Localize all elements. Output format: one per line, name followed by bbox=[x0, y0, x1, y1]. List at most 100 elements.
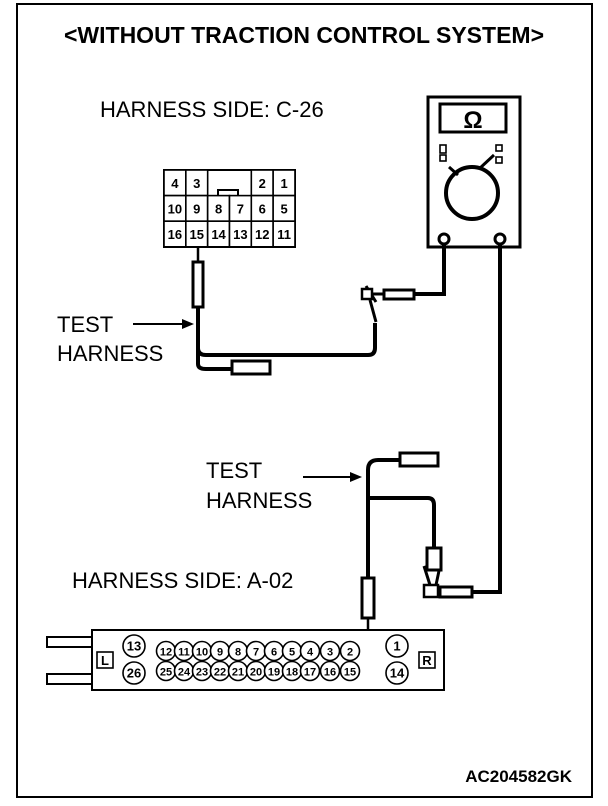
connector-a02-right-marker-box bbox=[418, 651, 436, 669]
ohmmeter-dial-pointer bbox=[477, 153, 496, 171]
diagram-frame bbox=[16, 3, 593, 798]
connector-a02-pin-number: 13 bbox=[127, 639, 141, 654]
ohmmeter: Ω bbox=[426, 95, 522, 249]
ohmmeter-mode-square-right-1 bbox=[495, 144, 503, 152]
connector-c26-pin-number: 13 bbox=[233, 227, 247, 242]
connector-c26-pin-number: 6 bbox=[259, 202, 266, 217]
test-harness-upper-branch-plug bbox=[230, 359, 272, 376]
meter-left-lead-plug bbox=[382, 288, 416, 301]
connector-c26-pin-number: 3 bbox=[193, 176, 200, 191]
upper-probe-wiring bbox=[191, 244, 446, 376]
test-harness-lower-top-plug bbox=[398, 451, 440, 468]
connector-a02-pin-number: 7 bbox=[253, 647, 259, 659]
connector-a02-pin-number: 11 bbox=[178, 647, 190, 659]
connector-c26-pin-number: 12 bbox=[255, 227, 269, 242]
connector-a02-pin bbox=[122, 661, 146, 685]
connector-a02-left-marker: L bbox=[101, 653, 109, 668]
connector-a02-pin-number: 12 bbox=[160, 647, 172, 659]
connector-c26-pin-number: 1 bbox=[280, 176, 287, 191]
connector-a02-pin-number: 21 bbox=[232, 667, 244, 679]
connector-a02-pin-number: 9 bbox=[217, 647, 223, 659]
alligator-clip-lower-jaw bbox=[422, 583, 440, 599]
connector-a02-pin-number: 22 bbox=[214, 667, 226, 679]
test-harness-upper-wire bbox=[196, 295, 377, 357]
connector-a02-pin-number: 17 bbox=[304, 667, 316, 679]
ohmmeter-display bbox=[438, 102, 508, 134]
test-harness-lower-label-line1: TEST bbox=[206, 458, 262, 483]
meter-right-lead-plug bbox=[438, 585, 474, 599]
connector-c26-pin-number: 5 bbox=[280, 202, 287, 217]
connector-c26-pin-number: 8 bbox=[215, 202, 222, 217]
connector-a02-flange bbox=[46, 636, 92, 685]
connector-c26-pin-number: 9 bbox=[193, 202, 200, 217]
figure-code: AC204582GK bbox=[465, 767, 573, 786]
connector-a02-pin-number: 10 bbox=[196, 647, 208, 659]
ohmmeter-mode-square-left-2 bbox=[439, 154, 447, 162]
connector-a02-pin bbox=[339, 660, 361, 682]
connector-a02-pin bbox=[319, 640, 341, 662]
connector-a02-pin-number: 4 bbox=[307, 647, 314, 659]
ohm-symbol: Ω bbox=[463, 107, 482, 134]
connector-a02-pin bbox=[122, 634, 146, 658]
test-harness-lower-wire bbox=[366, 458, 400, 580]
connector-a02-left-marker-box bbox=[96, 651, 114, 669]
connector-a02-pin-number: 25 bbox=[160, 667, 172, 679]
connector-c26-pin-number: 15 bbox=[190, 227, 204, 242]
connector-a02-pin-number: 24 bbox=[178, 667, 191, 679]
connector-a02-housing bbox=[91, 629, 445, 691]
connector-a02-right-marker: R bbox=[422, 653, 432, 668]
test-harness-lower-arrow bbox=[303, 472, 362, 482]
test-harness-lower-branch-connector bbox=[425, 546, 443, 572]
connector-a02-pin bbox=[385, 661, 409, 685]
connector-a02-pin-number: 15 bbox=[344, 667, 356, 679]
ohmmeter-mode-square-left bbox=[439, 144, 447, 154]
connector-a02-pin-number: 1 bbox=[393, 639, 400, 654]
connector-a02-pin-number: 26 bbox=[127, 666, 141, 681]
connector-a02-pin-number: 18 bbox=[286, 667, 298, 679]
connector-a02-pin-number: 5 bbox=[289, 647, 295, 659]
ohmmeter-dial-tick bbox=[448, 165, 459, 177]
connector-a02-pin-number: 19 bbox=[268, 667, 280, 679]
test-harness-upper-label-line1: TEST bbox=[57, 312, 113, 337]
lower-probe-wiring bbox=[360, 244, 502, 642]
meter-right-lead bbox=[472, 244, 502, 594]
ohmmeter-terminal-left bbox=[437, 232, 451, 246]
harness-side-c26-label: HARNESS SIDE: C-26 bbox=[100, 97, 324, 122]
test-harness-upper-label-line2: HARNESS bbox=[57, 341, 163, 366]
connector-c26-cell bbox=[272, 220, 296, 248]
connector-c26-pin-number: 14 bbox=[211, 227, 226, 242]
test-harness-upper-branch bbox=[196, 348, 232, 371]
meter-left-lead bbox=[414, 244, 446, 296]
ohmmeter-mode-square-right-2 bbox=[495, 156, 503, 164]
test-harness-lower-label-line2: HARNESS bbox=[206, 488, 312, 513]
connector-a02-pin bbox=[319, 660, 341, 682]
ohmmeter-dial bbox=[444, 165, 500, 221]
test-harness-lower-branch bbox=[368, 496, 436, 550]
connector-a02-pin bbox=[385, 634, 409, 658]
connector-c26-pin-number: 11 bbox=[277, 227, 291, 242]
connector-a02-pin-number: 8 bbox=[235, 647, 241, 659]
test-harness-upper-arrow bbox=[133, 319, 194, 329]
connector-a02-pin-number: 23 bbox=[196, 667, 208, 679]
connector-a02-pin-number: 3 bbox=[327, 647, 333, 659]
test-harness-lower-probe bbox=[360, 576, 376, 620]
connector-c26-pin-number: 2 bbox=[259, 176, 266, 191]
connector-c26-pin-number: 7 bbox=[237, 202, 244, 217]
alligator-clip-upper-jaw bbox=[360, 287, 374, 301]
harness-side-a02-label: HARNESS SIDE: A-02 bbox=[72, 568, 293, 593]
test-harness-upper-probe bbox=[191, 260, 205, 309]
ohmmeter-terminal-right bbox=[493, 232, 507, 246]
connector-a02-pin-number: 14 bbox=[390, 666, 405, 681]
connector-c26-pin-number: 16 bbox=[168, 227, 182, 242]
diagram-title: <WITHOUT TRACTION CONTROL SYSTEM> bbox=[64, 22, 544, 48]
connector-c26-pin-number: 10 bbox=[168, 202, 182, 217]
connector-a02-pin bbox=[299, 640, 321, 662]
connector-a02-pin-number: 2 bbox=[347, 647, 353, 659]
connector-a02-pin bbox=[299, 660, 321, 682]
connector-a02-pin-number: 6 bbox=[271, 647, 277, 659]
connector-a02-pin bbox=[339, 640, 361, 662]
connector-a02-pin-number: 16 bbox=[324, 667, 336, 679]
